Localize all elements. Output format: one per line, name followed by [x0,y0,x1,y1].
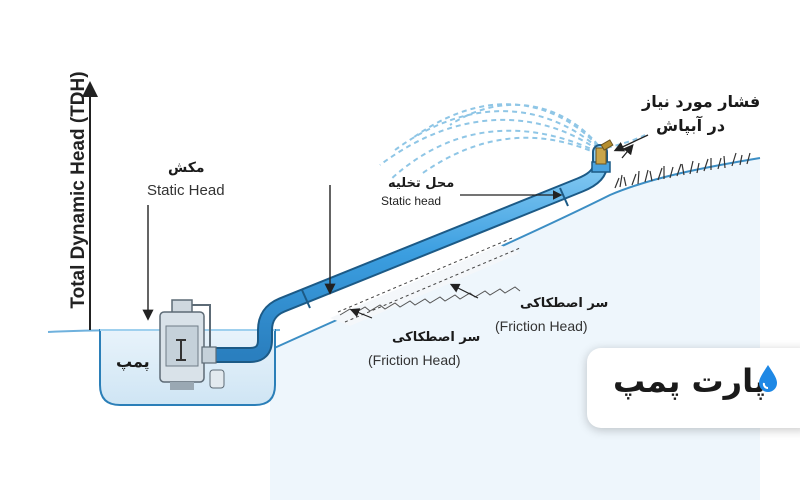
friction-label-2-en: (Friction Head) [368,352,461,368]
pressure-label-line2: در آبپاش [656,116,726,135]
grass [614,152,751,189]
pump [159,299,225,390]
sprinkler-head [591,139,614,173]
friction-label-1-en: (Friction Head) [495,318,588,334]
suction-label-fa: مکش [168,160,205,176]
tdh-axis-label: Total Dynamic Head (TDH) [68,71,89,309]
discharge-label-en: Static head [381,194,442,208]
water-drop-icon [759,365,777,392]
discharge-pipe-fill [209,146,606,361]
suction-label-en: Static Head [147,182,225,199]
pressure-arrow [613,134,649,152]
friction-label-2-fa: سر اصطکاکی [392,330,481,345]
friction-arrow-1 [449,283,479,299]
brand-badge: پارت پمپ [587,348,800,428]
pressure-arrow-2 [621,144,634,159]
sprinkler-spray [379,103,646,181]
friction-arrow-2 [349,308,373,319]
pressure-label-line1: فشار مورد نیاز [642,92,761,111]
friction-zone [330,237,521,326]
brand-name: پارت پمپ [613,362,767,400]
discharge-label-fa: محل تخلیه [388,176,455,191]
pump-label: پمپ [116,352,150,371]
friction-label-1-fa: سر اصطکاکی [520,296,609,311]
